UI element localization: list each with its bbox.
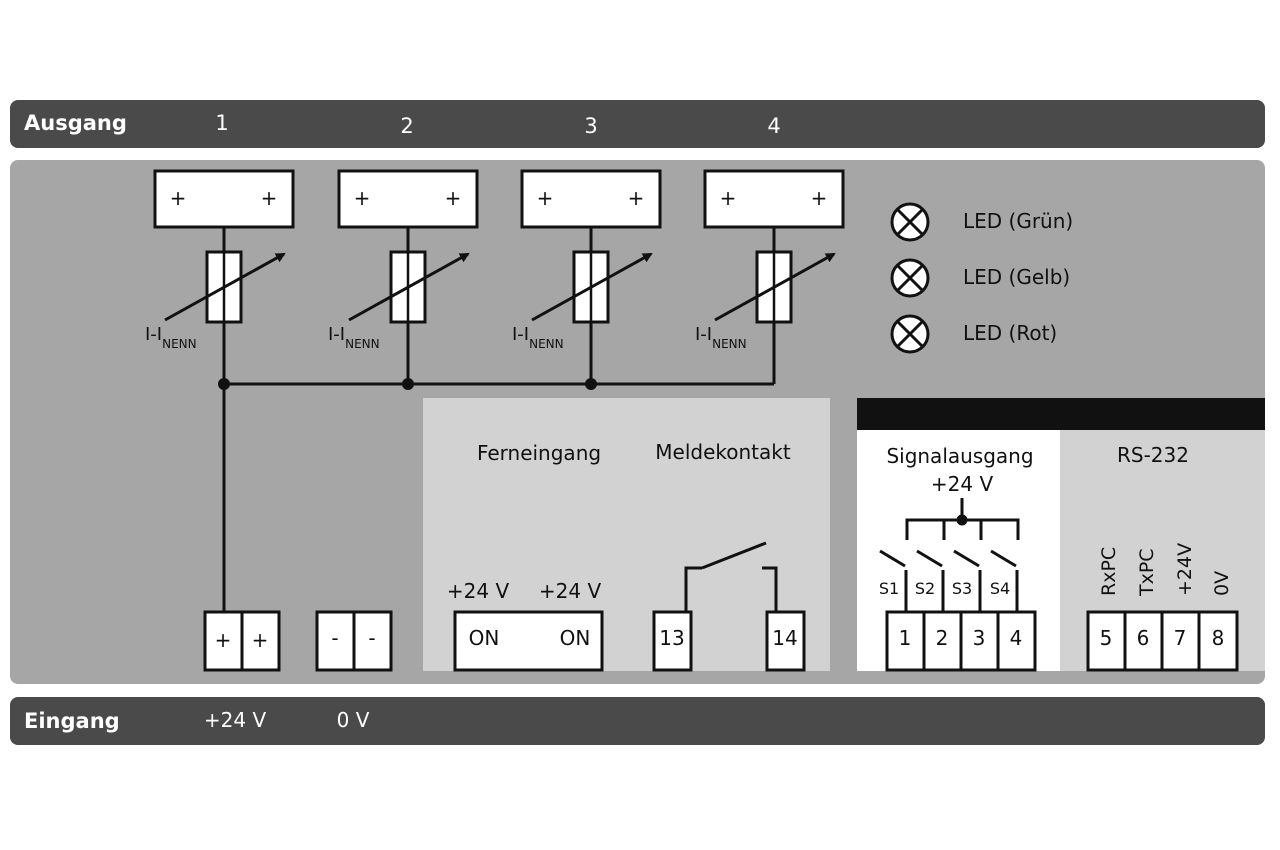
input-voltage-plus: +24 V	[204, 708, 267, 732]
rs232-pin-0v: 0V	[1211, 571, 1233, 596]
adjust-arrow-4	[714, 252, 836, 322]
rs232-terminal-8-label: 8	[1212, 626, 1225, 650]
rs232-pin-rxpc: RxPC	[1098, 547, 1120, 596]
output-terminal-2-plus-a: +	[354, 186, 371, 210]
output-terminal-1-plus-a: +	[170, 186, 187, 210]
junction-dot-3	[585, 378, 597, 390]
channel-label-4: 4	[767, 114, 780, 138]
output-channel-2: + + I-INENN	[328, 169, 479, 384]
output-terminal-2-plus-b: +	[445, 186, 462, 210]
output-terminal-4-plus-a: +	[720, 186, 737, 210]
remote-voltage-1: +24 V	[447, 579, 510, 603]
relay-contact-symbol	[684, 541, 778, 612]
switch-s3: S3	[952, 579, 972, 598]
adjust-arrow-3	[531, 252, 653, 322]
rs232-terminal-5-label: 5	[1100, 626, 1113, 650]
fuse-label-1: I-INENN	[145, 324, 197, 351]
remote-state-1: ON	[469, 626, 500, 650]
led-green-label: LED (Grün)	[963, 209, 1073, 233]
output-terminal-3-plus-a: +	[537, 186, 554, 210]
input-minus-b: -	[368, 626, 375, 650]
rs232-terminal-5	[1086, 610, 1127, 672]
output-terminal-4-plus-b: +	[811, 186, 828, 210]
input-terminal-plus: + +	[203, 610, 281, 672]
signal-output-section: Signalausgang +24 V S1 S2 S3 S4 1 2 3 4	[879, 444, 1037, 672]
fuse-label-4: I-INENN	[695, 324, 747, 351]
input-bar: Eingang +24 V 0 V	[10, 697, 1265, 745]
contact-terminal-13	[652, 610, 693, 672]
led-yellow-icon	[890, 258, 930, 298]
signal-output-voltage: +24 V	[931, 472, 994, 496]
output-terminal-1-plus-b: +	[261, 186, 278, 210]
switch-s1: S1	[879, 579, 899, 598]
rs232-terminal-8	[1197, 610, 1239, 672]
remote-input-title: Ferneingang	[477, 441, 601, 465]
input-voltage-zero: 0 V	[337, 708, 370, 732]
remote-section: Ferneingang Meldekontakt +24 V +24 V ON …	[447, 440, 806, 672]
output-terminal-3-plus-b: +	[628, 186, 645, 210]
remote-terminal	[453, 610, 604, 672]
output-terminal-2	[337, 169, 479, 229]
fuse-label-3: I-INENN	[512, 324, 564, 351]
switch-s4: S4	[990, 579, 1010, 598]
output-channel-3: + + I-INENN	[512, 169, 662, 384]
signal-terminal-3-label: 3	[973, 626, 986, 650]
signal-terminal-2-label: 2	[936, 626, 949, 650]
led-green-icon	[890, 202, 930, 242]
rs232-title: RS-232	[1117, 443, 1189, 467]
rs232-pin-24v: +24V	[1174, 543, 1196, 596]
rs232-terminal-7-label: 7	[1174, 626, 1187, 650]
contact-terminal-13-label: 13	[659, 626, 684, 650]
rs232-terminal-6-label: 6	[1137, 626, 1150, 650]
channel-label-3: 3	[584, 114, 597, 138]
signal-switches	[879, 549, 1019, 612]
junction-dot-1	[218, 378, 230, 390]
input-plus-a: +	[215, 628, 232, 652]
led-red-label: LED (Rot)	[963, 321, 1057, 345]
adjust-arrow-2	[348, 252, 470, 322]
black-header-strip	[857, 398, 1265, 430]
led-red-icon	[890, 314, 930, 354]
rs232-terminal-7	[1160, 610, 1201, 672]
output-channel-4: + + I-INENN	[695, 169, 845, 384]
junction-dot-2	[402, 378, 414, 390]
led-yellow-label: LED (Gelb)	[963, 265, 1070, 289]
channel-label-2: 2	[400, 114, 413, 138]
output-channel-1: + + I-INENN	[145, 169, 295, 384]
remote-state-2: ON	[560, 626, 591, 650]
contact-terminal-14-label: 14	[772, 626, 797, 650]
channel-label-1: 1	[215, 111, 228, 135]
signal-output-title: Signalausgang	[886, 444, 1033, 468]
switch-s2: S2	[915, 579, 935, 598]
supply-bus	[218, 378, 774, 612]
rs232-pin-txpc: TxPC	[1136, 548, 1158, 597]
signal-contact-title: Meldekontakt	[655, 440, 791, 464]
signal-terminal-4	[996, 610, 1037, 672]
contact-terminal-14	[765, 610, 806, 672]
signal-terminal-4-label: 4	[1010, 626, 1023, 650]
adjust-arrow-1	[164, 252, 286, 322]
signal-terminal-1-label: 1	[899, 626, 912, 650]
input-plus-b: +	[252, 628, 269, 652]
output-bar-label: Ausgang	[24, 111, 127, 135]
output-terminal-1	[153, 169, 295, 229]
remote-voltage-2: +24 V	[539, 579, 602, 603]
input-minus-a: -	[331, 626, 338, 650]
output-terminal-4	[703, 169, 845, 229]
input-bar-label: Eingang	[24, 709, 120, 733]
fuse-label-2: I-INENN	[328, 324, 380, 351]
led-legend: LED (Grün) LED (Gelb) LED (Rot)	[890, 202, 1073, 354]
output-bar: Ausgang 1 2 3 4	[10, 100, 1265, 148]
input-terminal-minus: - -	[315, 610, 393, 672]
rs232-section: RS-232 RxPC TxPC +24V 0V 5 6 7 8	[1086, 443, 1239, 672]
